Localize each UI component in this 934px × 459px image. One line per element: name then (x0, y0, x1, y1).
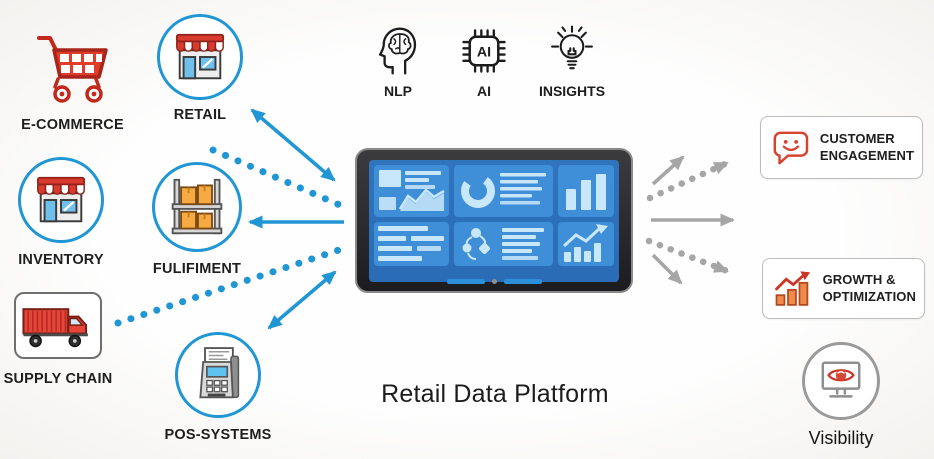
tablet-dash-right (503, 279, 542, 284)
supply-chain-label: SUPPLY CHAIN (3, 371, 113, 387)
dashboard-tile-flow (454, 222, 553, 266)
dashboard-tile-overview (374, 165, 449, 217)
fulfilment-label: FULIFIMENT (152, 261, 242, 277)
pos-terminal-icon (199, 347, 240, 399)
ai-chip-text: AI (477, 44, 491, 60)
storefront-icon (36, 176, 86, 223)
storefront-icon (175, 33, 225, 80)
chat-smiley-icon (773, 131, 809, 164)
node-ecommerce: E-COMMERCE (5, 24, 140, 133)
lightbulb-icon (551, 25, 593, 70)
growth-optimization-label: GROWTH & OPTIMIZATION (822, 272, 916, 304)
dashboard-screen (369, 160, 619, 282)
nlp-label: NLP (384, 83, 412, 99)
growth-optimization-box: GROWTH & OPTIMIZATION (762, 258, 925, 319)
ai-chip-icon: AI (462, 29, 506, 73)
pos-systems-label: POS-SYSTEMS (164, 427, 272, 443)
connector-out-up-dotted (646, 159, 731, 202)
tablet-dash-left (446, 279, 485, 284)
node-insights: INSIGHTS (538, 24, 606, 99)
connector-pos-tablet (267, 270, 337, 330)
customer-engagement-label: CUSTOMER ENGAGEMENT (819, 131, 914, 163)
connector-retail-tablet (250, 108, 336, 182)
pos-circle (175, 332, 261, 418)
node-inventory: INVENTORY (8, 157, 114, 268)
head-brain-icon (378, 27, 417, 75)
tablet-bottom-bezel (357, 279, 631, 284)
retail-circle (157, 14, 243, 100)
truck-icon (22, 307, 88, 347)
node-pos-systems: POS-SYSTEMS (165, 332, 271, 443)
insights-label: INSIGHTS (538, 83, 606, 99)
supply-chain-box (14, 292, 102, 359)
eye-monitor-icon (821, 361, 861, 398)
visibility-circle (802, 342, 880, 420)
inventory-label: INVENTORY (18, 252, 104, 268)
ecommerce-label: E-COMMERCE (21, 117, 124, 133)
node-nlp: NLP (372, 26, 424, 99)
connector-out-down-solid (651, 253, 683, 285)
tablet-home-dot (491, 279, 497, 284)
customer-engagement-box: CUSTOMER ENGAGEMENT (760, 116, 923, 179)
connector-out-up-solid (651, 155, 685, 186)
ai-label: AI (477, 83, 491, 99)
dashboard-tile-growth (558, 222, 614, 266)
diagram-title: Retail Data Platform (381, 380, 609, 408)
node-fulfilment: FULIFIMENT (144, 162, 250, 277)
warehouse-shelf-icon (171, 178, 223, 235)
node-supply-chain: SUPPLY CHAIN (0, 292, 116, 387)
shopping-cart-icon (36, 36, 108, 103)
dashboard-tablet (355, 148, 633, 293)
node-ai: AI AI (457, 26, 511, 99)
node-retail: RETAIL (147, 14, 253, 123)
connector-out-down-dotted (645, 237, 731, 275)
growth-bars-icon (775, 270, 811, 306)
dashboard-tile-donut (454, 165, 553, 217)
dashboard-tile-text-rows (374, 222, 449, 266)
dashboard-tile-bars (558, 165, 614, 217)
visibility-label: Visibility (808, 428, 874, 448)
fulfilment-circle (152, 162, 242, 252)
node-visibility: Visibility (771, 342, 911, 449)
inventory-circle (18, 157, 104, 243)
retail-label: RETAIL (173, 107, 227, 123)
